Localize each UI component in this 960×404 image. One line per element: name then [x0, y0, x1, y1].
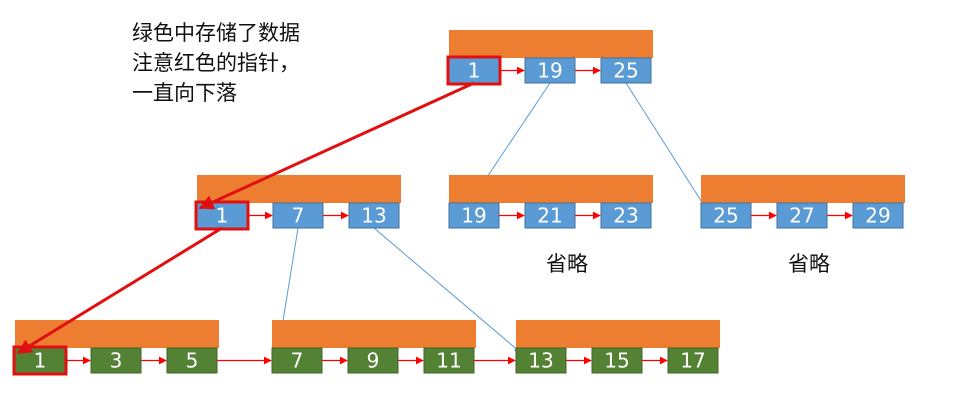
key-label: 5: [186, 349, 199, 373]
leaf-node: 7 9 11: [271, 320, 476, 374]
node-header: [701, 175, 905, 203]
key-label: 9: [367, 349, 380, 373]
leaf-key-cell: [271, 347, 323, 374]
internal-key-cell: [272, 202, 324, 229]
internal-key-cell: [448, 202, 500, 229]
key-label: 1: [216, 204, 229, 228]
child-pointer: [625, 82, 706, 208]
internal-node: 1 19 25: [448, 30, 653, 84]
internal-key-cell: [524, 202, 576, 229]
internal-key-cell: [700, 202, 752, 229]
key-label: 7: [291, 349, 304, 373]
node-header: [516, 320, 720, 348]
note-line: 注意红色的指针，: [132, 51, 300, 75]
key-label: 1: [468, 59, 481, 83]
key-label: 7: [292, 204, 305, 228]
internal-key-cell: [600, 57, 652, 84]
internal-node: 19 21 23: [448, 175, 653, 229]
leaf-key-cell: [591, 347, 643, 374]
leaf-key-cell: [347, 347, 399, 374]
node-header: [197, 175, 401, 203]
key-label: 25: [613, 59, 638, 83]
internal-key-cell: [348, 202, 400, 229]
node-header: [449, 30, 653, 58]
node-header: [449, 175, 653, 203]
key-label: 3: [110, 349, 123, 373]
internal-key-cell: [600, 202, 652, 229]
key-label: 13: [361, 204, 386, 228]
annotation-note: 绿色中存储了数据 注意红色的指针， 一直向下落: [132, 18, 300, 108]
descent-pointer: [198, 81, 475, 210]
key-label: 25: [713, 204, 738, 228]
sibling-pointers: [65, 66, 853, 365]
key-label: 21: [537, 204, 562, 228]
leaf-key-cell: [90, 347, 142, 374]
node-header: [15, 320, 219, 348]
key-label: 27: [789, 204, 814, 228]
child-pointer: [373, 227, 521, 353]
key-label: 15: [604, 349, 629, 373]
leaf-node: 13 15 17: [515, 320, 720, 374]
leaf-key-cell: [423, 347, 475, 374]
note-line: 绿色中存储了数据: [132, 21, 300, 45]
key-label: 11: [436, 349, 461, 373]
omitted-label-right: 省略: [788, 252, 830, 276]
leaf-key-cell: [515, 347, 567, 374]
highlighted-path: [12, 55, 502, 376]
omitted-label-left: 省略: [546, 252, 588, 276]
key-label: 13: [528, 349, 553, 373]
leaf-key-cell: [667, 347, 719, 374]
note-line: 一直向下落: [132, 81, 237, 105]
key-label: 23: [613, 204, 638, 228]
highlight-box: [12, 345, 68, 376]
key-label: 29: [865, 204, 890, 228]
node-header: [272, 320, 476, 348]
key-label: 1: [34, 349, 47, 373]
descent-pointer: [16, 226, 223, 355]
key-label: 19: [461, 204, 486, 228]
key-label: 19: [537, 59, 562, 83]
internal-key-cell: [852, 202, 904, 229]
key-label: 17: [680, 349, 705, 373]
internal-node: 25 27 29: [700, 175, 905, 229]
